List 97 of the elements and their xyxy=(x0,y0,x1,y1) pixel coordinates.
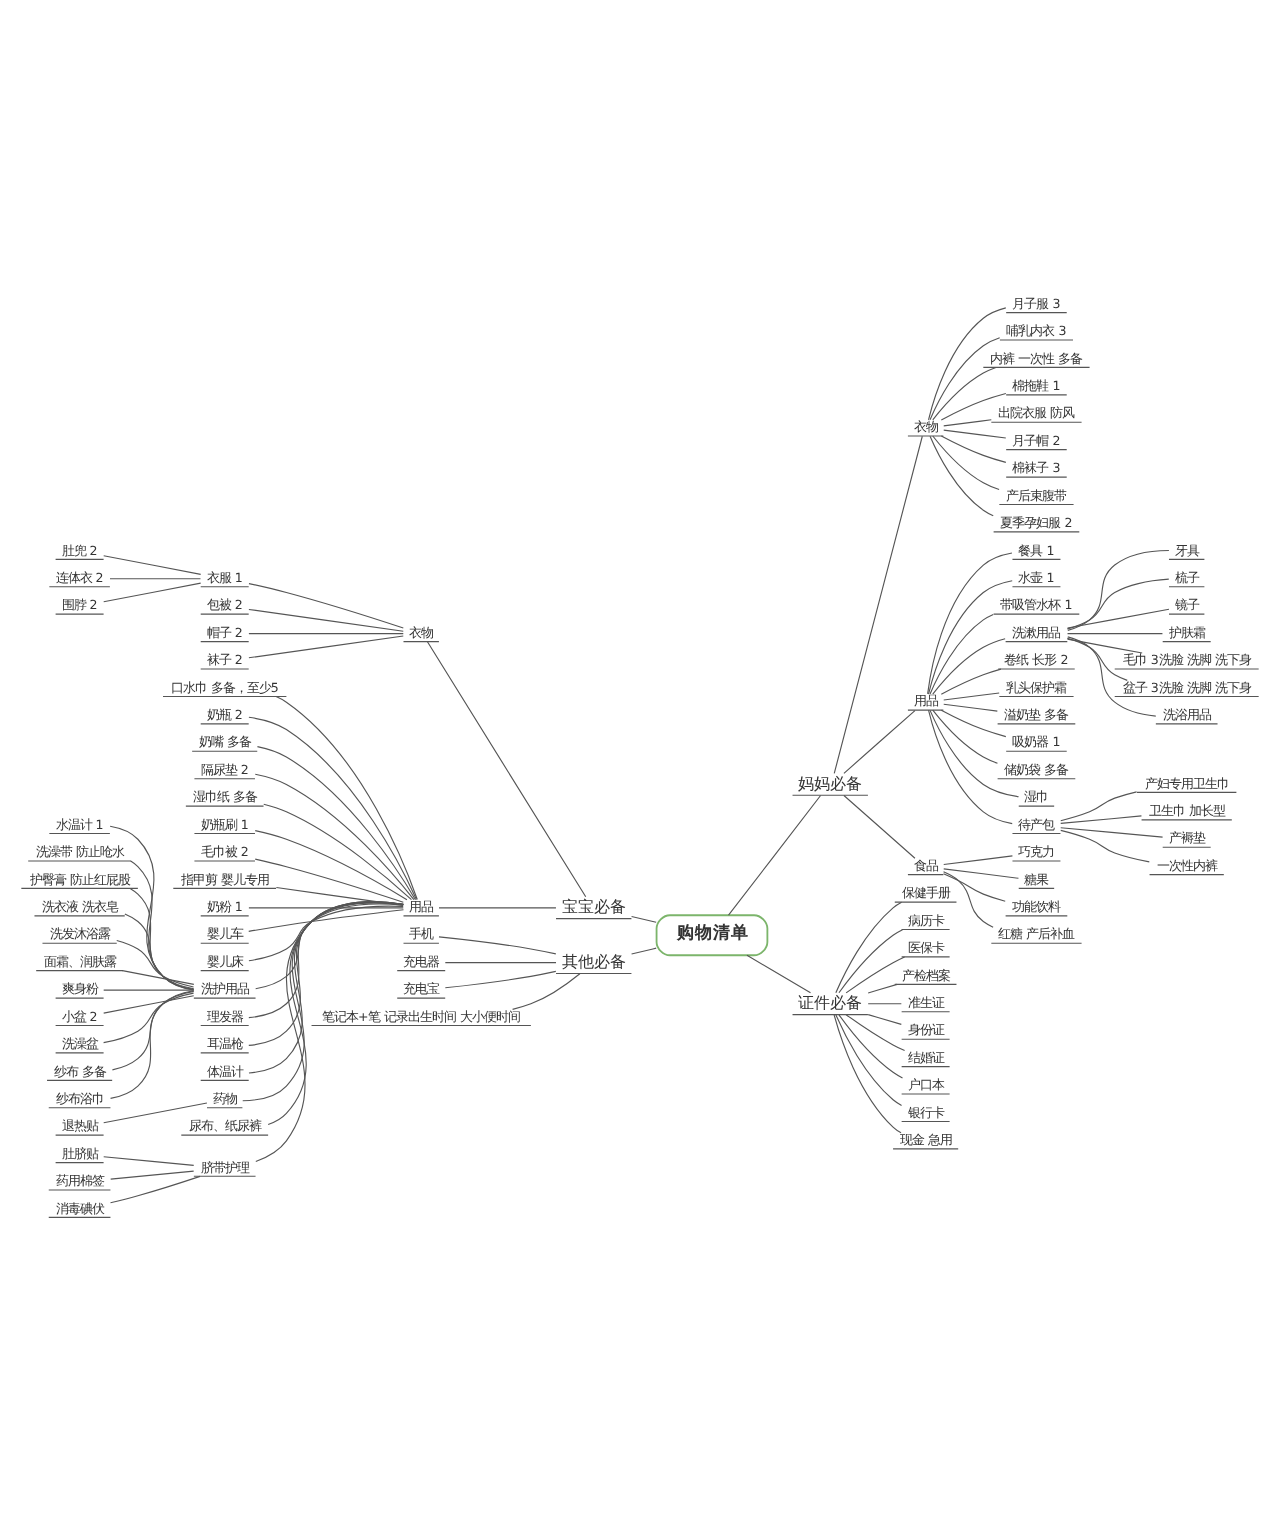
connector xyxy=(833,435,923,774)
connector xyxy=(943,703,998,712)
connector xyxy=(248,608,404,632)
connector xyxy=(942,871,994,928)
connector xyxy=(838,929,904,994)
connector xyxy=(248,716,417,901)
connector xyxy=(932,638,1006,695)
connector xyxy=(843,794,916,859)
connector xyxy=(103,989,195,991)
connector xyxy=(255,901,404,1163)
connector xyxy=(1066,638,1143,654)
connector xyxy=(932,709,999,764)
connector xyxy=(940,668,1002,695)
connector xyxy=(248,901,404,1046)
connector xyxy=(927,552,1013,695)
connector xyxy=(940,392,1007,421)
connector xyxy=(835,1014,903,1106)
connector xyxy=(438,907,557,909)
connector xyxy=(843,710,916,774)
connector xyxy=(254,830,408,901)
connector xyxy=(1060,815,1143,824)
connector xyxy=(942,873,1006,902)
connector xyxy=(111,990,195,1071)
connector xyxy=(932,435,1000,491)
connector xyxy=(103,992,195,1044)
connector xyxy=(867,1003,902,1005)
node-box: 购物清单 xyxy=(655,914,769,957)
connector xyxy=(867,1014,902,1025)
connector xyxy=(248,909,405,932)
connector xyxy=(845,1014,906,1052)
connector xyxy=(943,419,992,427)
connector xyxy=(1066,578,1170,630)
connector xyxy=(927,580,1013,695)
connector xyxy=(943,429,1007,439)
connector xyxy=(254,773,415,901)
connector xyxy=(444,970,557,989)
connector xyxy=(248,633,404,635)
connector xyxy=(940,709,1007,738)
connector xyxy=(631,915,657,923)
connector xyxy=(130,860,195,991)
connector xyxy=(867,983,898,994)
connector xyxy=(1067,636,1157,717)
connector xyxy=(943,868,1020,879)
connector xyxy=(263,803,413,901)
connector xyxy=(838,1014,904,1079)
connector xyxy=(746,954,812,994)
connector xyxy=(255,903,404,990)
connector xyxy=(929,435,994,517)
connector xyxy=(927,307,1007,421)
connector xyxy=(444,962,557,964)
connector xyxy=(248,907,404,909)
connector xyxy=(129,888,195,990)
connector xyxy=(248,905,404,962)
connector xyxy=(426,641,587,898)
connector xyxy=(103,1102,208,1124)
connector xyxy=(110,1170,195,1180)
connector xyxy=(109,578,202,580)
connector xyxy=(512,973,581,1010)
connector xyxy=(248,901,404,1074)
connector xyxy=(940,435,1007,463)
connector xyxy=(242,901,404,1102)
connector xyxy=(254,858,404,903)
connector xyxy=(1067,549,1170,631)
connector xyxy=(631,947,657,955)
connector xyxy=(1066,633,1163,635)
connector xyxy=(109,1175,201,1204)
connector xyxy=(103,1156,195,1166)
connector xyxy=(1060,791,1138,822)
connector xyxy=(943,692,1000,701)
connector xyxy=(1060,827,1164,838)
connector xyxy=(929,613,994,695)
connector xyxy=(835,901,903,994)
connector xyxy=(1066,637,1128,681)
connector xyxy=(845,956,906,994)
connector xyxy=(103,555,202,575)
connector xyxy=(256,746,416,901)
connector xyxy=(727,794,822,916)
connector xyxy=(248,583,404,629)
connector xyxy=(103,995,195,1014)
connector xyxy=(275,695,418,901)
connector xyxy=(929,337,1001,421)
connector xyxy=(438,936,557,955)
connector xyxy=(1060,829,1150,863)
connector xyxy=(943,855,1013,866)
connector xyxy=(833,1014,902,1134)
connector xyxy=(110,990,195,1099)
connector xyxy=(929,709,1020,798)
connector xyxy=(248,902,404,1019)
connector xyxy=(103,582,202,603)
connector xyxy=(109,825,195,991)
connector xyxy=(121,970,195,985)
connector xyxy=(248,635,404,659)
connector xyxy=(1066,608,1170,629)
connector xyxy=(927,709,1013,825)
connector xyxy=(932,366,997,421)
connector xyxy=(124,913,195,990)
connector xyxy=(116,939,195,988)
